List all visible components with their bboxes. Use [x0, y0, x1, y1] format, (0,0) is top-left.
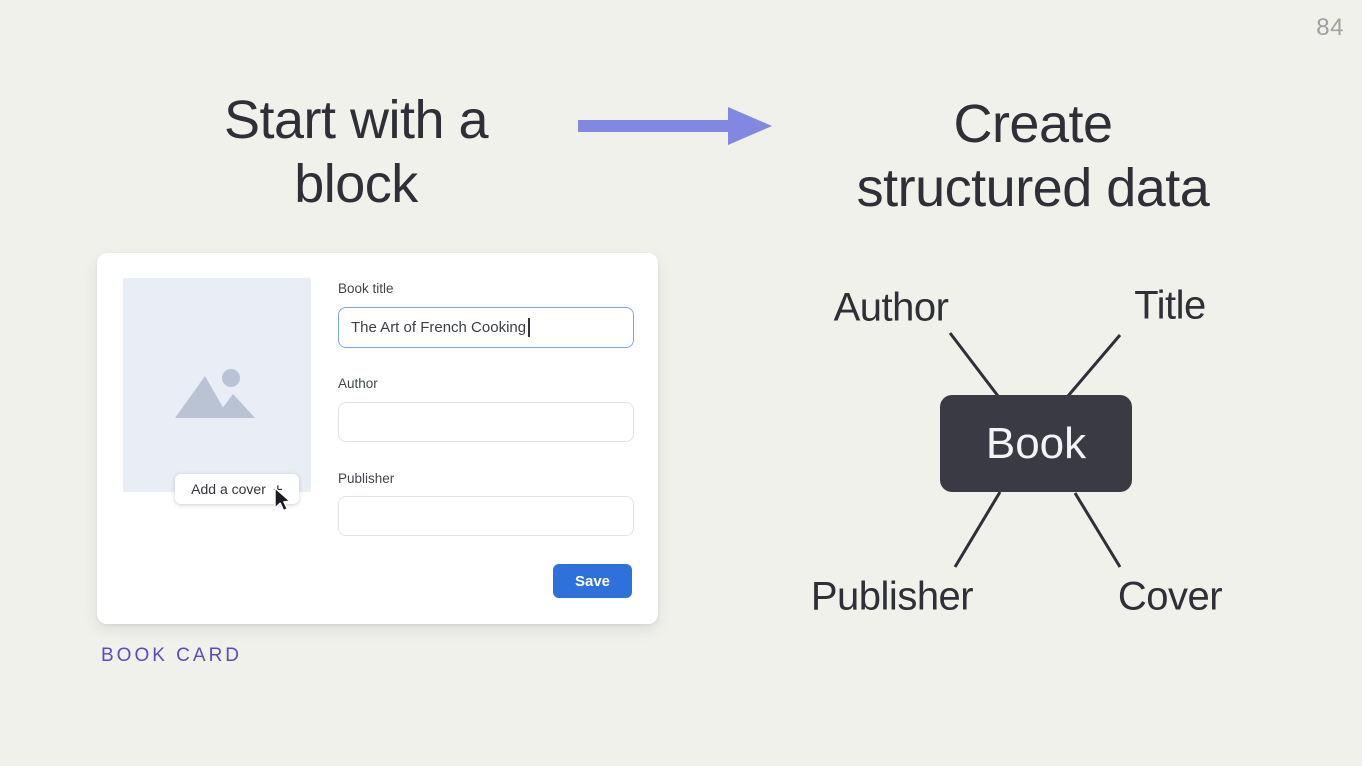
book-card: Add a cover + Book title The Art of Fren… — [97, 253, 658, 624]
image-icon — [175, 369, 255, 418]
diagram-node-publisher: Publisher — [810, 574, 974, 619]
right-arrow-icon — [578, 107, 772, 145]
save-button[interactable]: Save — [553, 564, 632, 598]
left-heading-line2: block — [294, 154, 418, 214]
publisher-input[interactable] — [338, 496, 634, 536]
book-title-label: Book title — [338, 281, 394, 296]
book-card-caption: BOOK CARD — [101, 645, 243, 666]
right-heading: Create structured data — [790, 92, 1276, 220]
mouse-cursor-icon — [274, 487, 291, 512]
add-cover-label: Add a cover — [191, 481, 266, 497]
book-node-box — [940, 395, 1132, 492]
add-cover-button[interactable]: Add a cover + — [175, 474, 299, 504]
right-heading-line2: structured data — [856, 158, 1210, 218]
diagram-node-title: Title — [1134, 283, 1206, 328]
left-heading-line1: Start with a — [223, 90, 489, 150]
cover-placeholder[interactable]: Add a cover + — [123, 278, 311, 512]
diagram-node-author: Author — [833, 285, 949, 330]
author-input[interactable] — [338, 402, 634, 442]
book-title-input[interactable]: The Art of French Cooking — [338, 307, 634, 348]
left-heading: Start with a block — [130, 88, 582, 216]
diagram-lines-and-box — [940, 332, 1132, 568]
right-heading-line1: Create — [953, 94, 1113, 154]
plus-icon: + — [272, 479, 283, 499]
text-caret — [528, 318, 530, 337]
publisher-label: Publisher — [338, 471, 395, 486]
book-title-value: The Art of French Cooking — [351, 319, 527, 336]
page-number: 84 — [1316, 14, 1344, 41]
structured-data-diagram: Author Title Book Publisher Cover — [795, 270, 1265, 640]
author-label: Author — [338, 376, 378, 391]
diagram-center-book-label: Book — [985, 419, 1087, 468]
diagram-node-cover: Cover — [1117, 574, 1223, 619]
